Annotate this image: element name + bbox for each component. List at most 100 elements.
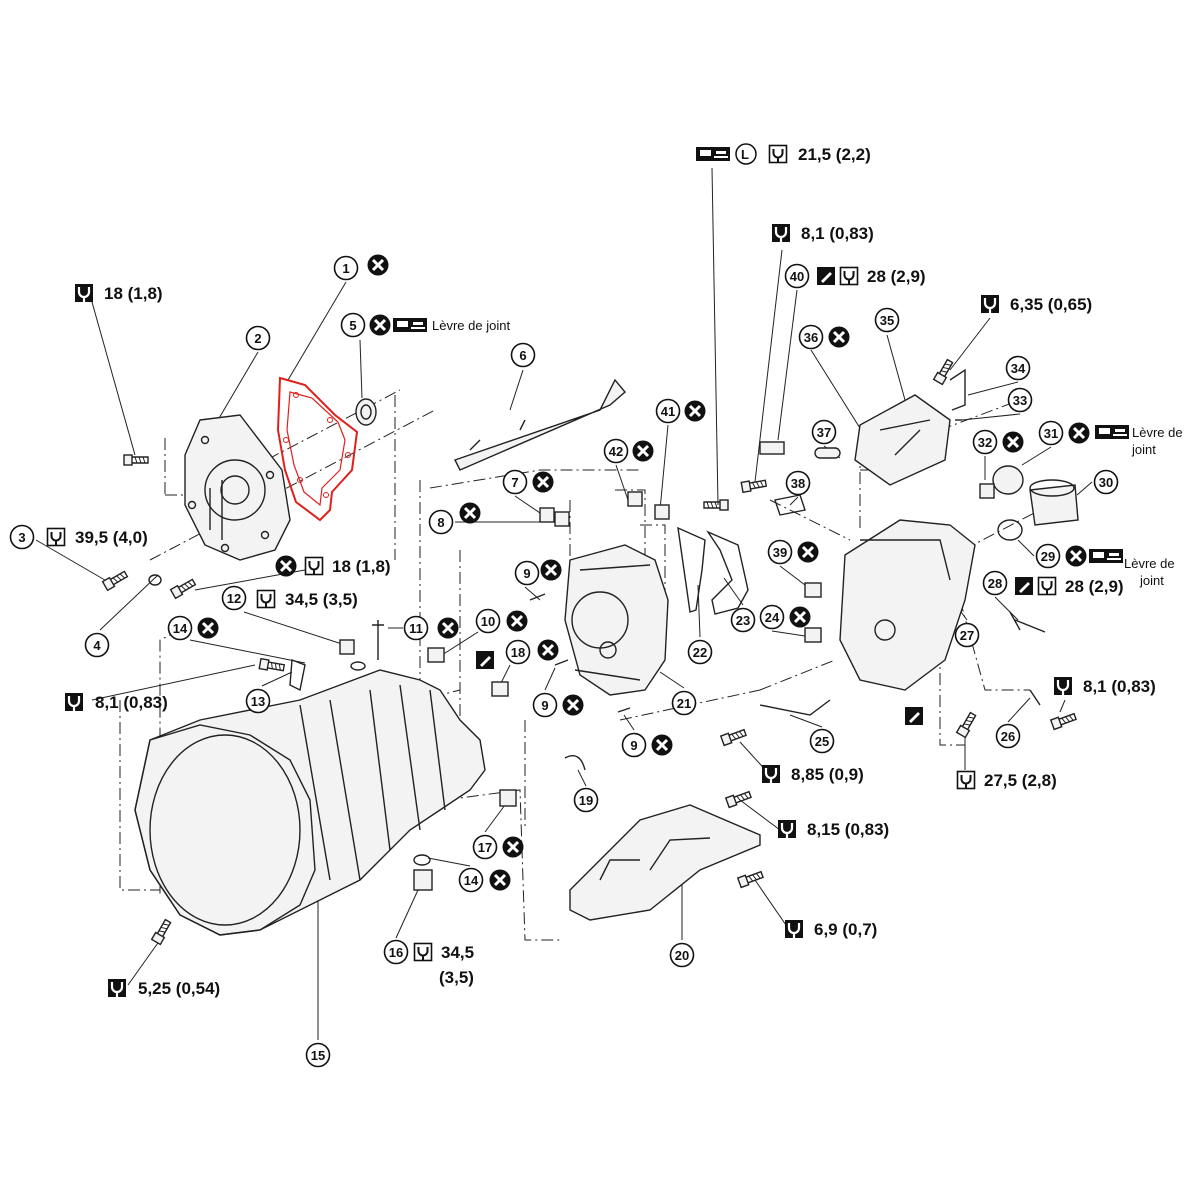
callout-c17: 17 (472, 834, 498, 860)
callout-circle (245, 325, 271, 351)
callout-circle (784, 263, 810, 289)
callout-c11: 11 (403, 615, 429, 641)
callout-circle (167, 615, 193, 641)
callout-number: 3 (18, 530, 25, 545)
do-not-reuse-x-icon (366, 253, 390, 277)
grease-application-icon (393, 318, 427, 332)
gasket-22-23 (677, 526, 749, 615)
callout-circle (603, 438, 629, 464)
callout-c28: 28 (982, 570, 1008, 596)
callout-circle (221, 585, 247, 611)
callout-circle (532, 692, 558, 718)
do-not-reuse-x-icon (788, 605, 812, 629)
callout-c27: 27 (954, 622, 980, 648)
do-not-reuse-x-icon (536, 638, 560, 662)
torque-spec-t15: 27,5 (2,8) (956, 770, 1057, 790)
torque-value: 27,5 (2,8) (984, 771, 1057, 790)
do-not-reuse-x-icon (505, 609, 529, 633)
torque-wrench-icon (46, 527, 66, 547)
callout-c7: 7 (502, 469, 528, 495)
torque-spec-t11: 6,35 (0,65) (979, 293, 1092, 315)
do-not-reuse-x-icon (1067, 421, 1091, 445)
callout-circle (1038, 420, 1064, 446)
torque-wrench-icon (73, 282, 95, 304)
torque-value: 34,5 (441, 943, 474, 962)
callout-number: 30 (1099, 475, 1113, 490)
torque-value: 8,1 (0,83) (1083, 677, 1156, 696)
callout-circle (621, 732, 647, 758)
do-not-reuse-x-icon (531, 470, 555, 494)
torque-wrench-icon (783, 918, 805, 940)
callout-c36: 36 (798, 324, 824, 350)
sealant-symbols (476, 267, 1033, 725)
callout-circle (9, 524, 35, 550)
sealant-icon (817, 267, 835, 285)
seal-lip-note: Lèvre de joint (432, 318, 510, 333)
callout-number: 10 (481, 614, 495, 629)
do-not-reuse-x-icon (368, 313, 392, 337)
front-cover-bracket (454, 378, 626, 471)
callout-circle (669, 942, 695, 968)
torque-spec-t9: 8,1 (0,83) (770, 222, 874, 244)
callout-number: 11 (409, 621, 423, 636)
torque-value: 28 (2,9) (1065, 577, 1124, 596)
callout-c14b: 14 (458, 867, 484, 893)
torque-wrench-icon (839, 266, 859, 286)
oil-seal (355, 398, 377, 426)
callout-c4: 4 (84, 632, 110, 658)
misc-small-parts (148, 368, 1079, 891)
callout-number: 19 (579, 793, 593, 808)
callout-number: 28 (988, 576, 1002, 591)
torque-specs: 18 (1,8)39,5 (4,0)18 (1,8)34,5 (3,5)8,1 … (46, 144, 1156, 999)
callout-c20: 20 (669, 942, 695, 968)
callout-c12: 12 (221, 585, 247, 611)
callout-c3: 3 (9, 524, 35, 550)
torque-value: 34,5 (3,5) (285, 590, 358, 609)
torque-wrench-icon (776, 818, 798, 840)
torque-value: 39,5 (4,0) (75, 528, 148, 547)
callout-number: 42 (609, 444, 623, 459)
callout-c8: 8 (428, 509, 454, 535)
callout-number: 27 (960, 628, 974, 643)
callout-number: 9 (523, 566, 530, 581)
callout-circle (1007, 387, 1033, 413)
callout-circle (305, 1042, 331, 1068)
torque-spec-t7b: (3,5) (439, 968, 474, 987)
torque-spec-t2: 39,5 (4,0) (46, 527, 148, 547)
callout-number: 2 (254, 331, 261, 346)
locking-sealant-L-icon (735, 143, 757, 165)
torque-wrench-icon (770, 222, 792, 244)
sealant-icon (905, 707, 923, 725)
callout-number: 18 (511, 645, 525, 660)
callout-circle (655, 398, 681, 424)
do-not-reuse-x-icon (1064, 544, 1088, 568)
seal-lip-note-line2: joint (1131, 442, 1156, 457)
callout-number: 6 (519, 348, 526, 363)
top-cover-plate (854, 394, 951, 486)
callout-number: 14 (464, 873, 479, 888)
do-not-reuse-x-icon (274, 554, 298, 578)
torque-spec-t8: 21,5 (2,2) (768, 144, 871, 164)
callout-number: 1 (342, 261, 349, 276)
torque-spec-t5: 8,1 (0,83) (63, 691, 168, 713)
callout-number: 9 (630, 738, 637, 753)
callout-c25: 25 (809, 728, 835, 754)
torque-value: 8,1 (0,83) (801, 224, 874, 243)
callout-number: 13 (251, 694, 265, 709)
callout-c32: 32 (972, 429, 998, 455)
callout-layer: 1234567899910111213141415161718192021222… (9, 255, 1119, 1068)
callout-circle (671, 690, 697, 716)
callout-c38: 38 (785, 470, 811, 496)
callout-number: 39 (773, 545, 787, 560)
callout-circle (798, 324, 824, 350)
torque-wrench-icon (1037, 576, 1057, 596)
torque-wrench-icon (63, 691, 85, 713)
do-not-reuse-x-icon (458, 501, 482, 525)
callout-number: 4 (93, 638, 101, 653)
grease-seal-lip-note-29: Lèvre de joint (1089, 549, 1175, 588)
torque-spec-t7a: 34,5 (413, 942, 474, 962)
callout-circle (874, 307, 900, 333)
grease-application-icon (1089, 549, 1123, 563)
torque-spec-t13: 8,1 (0,83) (1052, 675, 1156, 697)
torque-value: 28 (2,9) (867, 267, 926, 286)
